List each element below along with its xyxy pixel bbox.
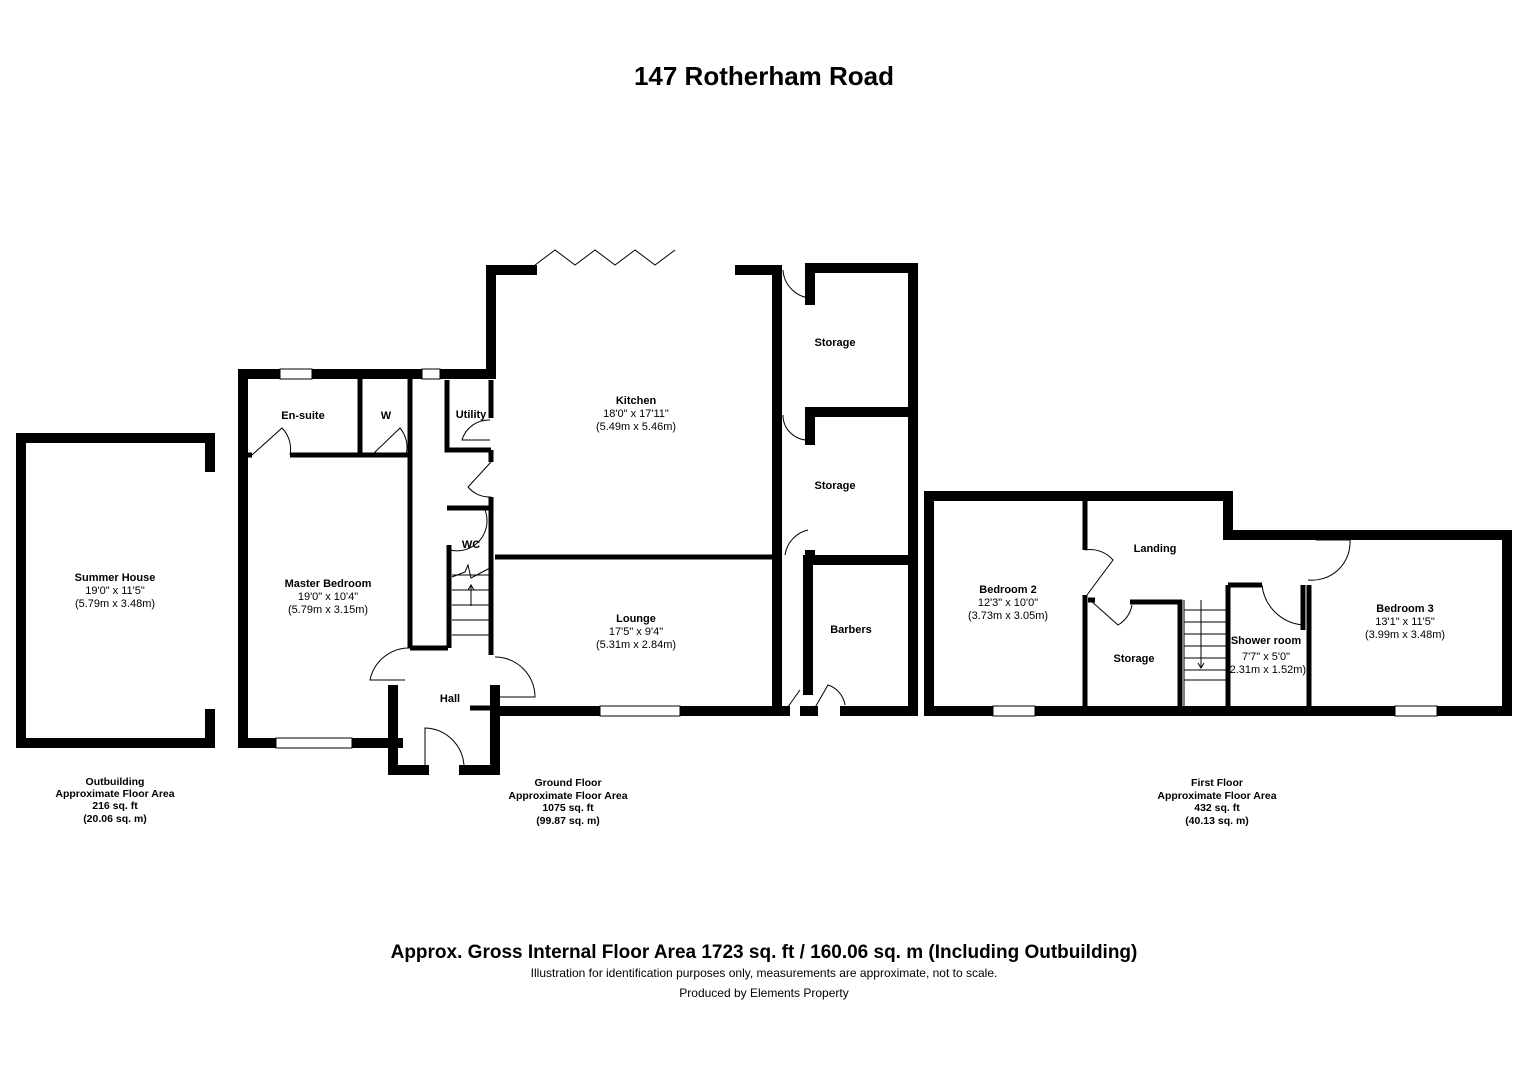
room-hall-name: Hall (440, 693, 460, 705)
room-bedroom-2-metric: (3.73m x 3.05m) (968, 610, 1048, 622)
ground-floor-name: Ground Floor (534, 777, 601, 789)
room-storage-ff-name: Storage (1114, 653, 1155, 665)
room-lounge-name: Lounge (616, 613, 656, 625)
room-storage-1-name: Storage (815, 337, 856, 349)
ground-floor-walls (238, 249, 918, 775)
ground-floor-sqft: 1075 sq. ft (542, 802, 594, 814)
room-bedroom-3-metric: (3.99m x 3.48m) (1365, 629, 1445, 641)
room-master-bedroom-imperial: 19'0" x 10'4" (298, 591, 358, 603)
room-bedroom-3-name: Bedroom 3 (1376, 603, 1433, 615)
ground-floor-sqm: (99.87 sq. m) (536, 815, 600, 827)
room-summer-house-imperial: 19'0" x 11'5" (85, 585, 145, 597)
room-landing-name: Landing (1134, 543, 1177, 555)
room-barbers-name: Barbers (830, 624, 872, 636)
room-summer-house-metric: (5.79m x 3.48m) (75, 598, 155, 610)
first-floor-walls (924, 491, 1512, 717)
outbuilding-name: Outbuilding (86, 776, 145, 788)
producer: Produced by Elements Property (679, 986, 848, 1000)
first-floor-sqm: (40.13 sq. m) (1185, 815, 1249, 827)
gross-area: Approx. Gross Internal Floor Area 1723 s… (391, 942, 1138, 963)
room-shower-room-name: Shower room (1231, 635, 1302, 647)
outbuilding-sqft: 216 sq. ft (92, 800, 138, 812)
first-floor-label: Approximate Floor Area (1157, 790, 1276, 802)
disclaimer: Illustration for identification purposes… (531, 966, 998, 980)
room-storage-2-name: Storage (815, 480, 856, 492)
room-master-bedroom-metric: (5.79m x 3.15m) (288, 604, 368, 616)
first-floor-name: First Floor (1191, 777, 1243, 789)
page-title: 147 Rotherham Road (634, 61, 894, 91)
room-en-suite-name: En-suite (281, 410, 324, 422)
room-bedroom-3-imperial: 13'1" x 11'5" (1375, 616, 1435, 628)
room-master-bedroom-name: Master Bedroom (285, 578, 372, 590)
room-wc-name: WC (462, 539, 480, 551)
room-wardrobe-name: W (381, 410, 392, 422)
ground-floor-label: Approximate Floor Area (508, 790, 627, 802)
outbuilding-label: Approximate Floor Area (55, 788, 174, 800)
first-floor-sqft: 432 sq. ft (1194, 802, 1240, 814)
room-kitchen-imperial: 18'0" x 17'11" (603, 408, 669, 420)
room-kitchen-metric: (5.49m x 5.46m) (596, 421, 676, 433)
room-shower-room-imperial: 7'7" x 5'0" (1242, 651, 1290, 663)
room-summer-house-name: Summer House (75, 572, 156, 584)
room-lounge-metric: (5.31m x 2.84m) (596, 639, 676, 651)
room-bedroom-2-imperial: 12'3" x 10'0" (978, 597, 1038, 609)
room-utility-name: Utility (456, 409, 487, 421)
room-shower-room-metric: (2.31m x 1.52m) (1226, 664, 1306, 676)
room-lounge-imperial: 17'5" x 9'4" (609, 626, 663, 638)
outbuilding-sqm: (20.06 sq. m) (83, 813, 147, 825)
outbuilding-walls (16, 433, 215, 748)
stairs-first (1183, 600, 1226, 711)
room-kitchen-name: Kitchen (616, 395, 657, 407)
room-bedroom-2-name: Bedroom 2 (979, 584, 1036, 596)
stairs-ground (451, 563, 491, 636)
